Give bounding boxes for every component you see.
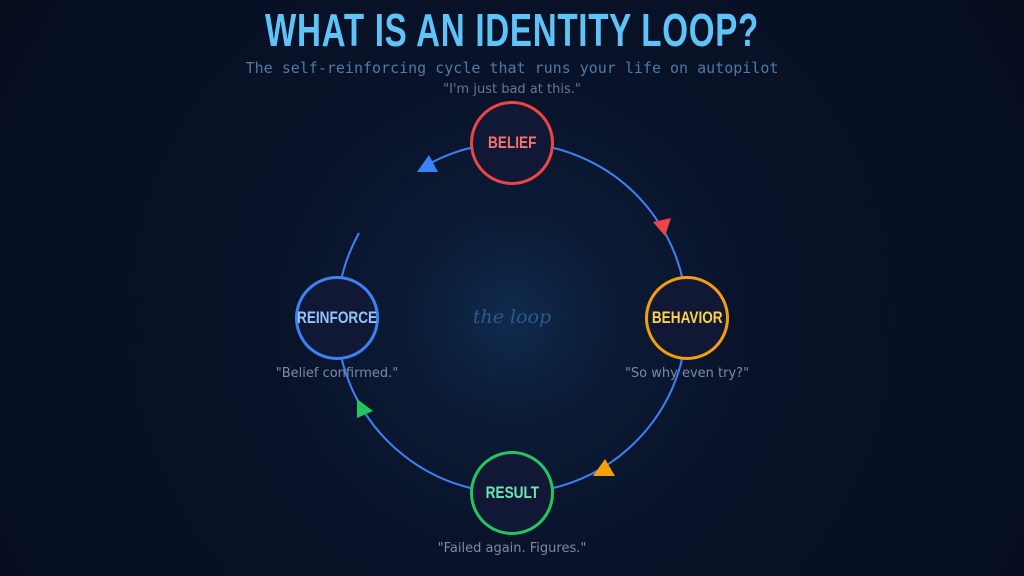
arrow-icon-to-belief xyxy=(417,155,438,172)
page-title: WHAT IS AN IDENTITY LOOP? xyxy=(265,4,759,56)
belief-quote: "I'm just bad at this." xyxy=(443,82,581,97)
node-reinforce: REINFORCE xyxy=(295,276,379,360)
page-subtitle: The self-reinforcing cycle that runs you… xyxy=(245,59,779,77)
loop-arc xyxy=(335,141,688,494)
node-label: REINFORCE xyxy=(296,308,378,327)
result-quote: "Failed again. Figures." xyxy=(437,541,587,556)
arrow-icon-to-behavior xyxy=(653,218,671,236)
reinforce-quote: "Belief confirmed." xyxy=(275,366,399,381)
node-result: RESULT xyxy=(470,451,554,535)
arrow-icon-to-result xyxy=(593,459,615,476)
node-label: RESULT xyxy=(485,483,539,502)
node-behavior: BEHAVIOR xyxy=(645,276,729,360)
node-belief: BELIEF xyxy=(470,101,554,185)
behavior-quote: "So why even try?" xyxy=(624,366,750,381)
node-label: BEHAVIOR xyxy=(651,308,723,327)
arrow-icon-to-reinforce xyxy=(357,399,373,418)
node-label: BELIEF xyxy=(487,133,537,152)
center-label: the loop xyxy=(472,306,552,328)
